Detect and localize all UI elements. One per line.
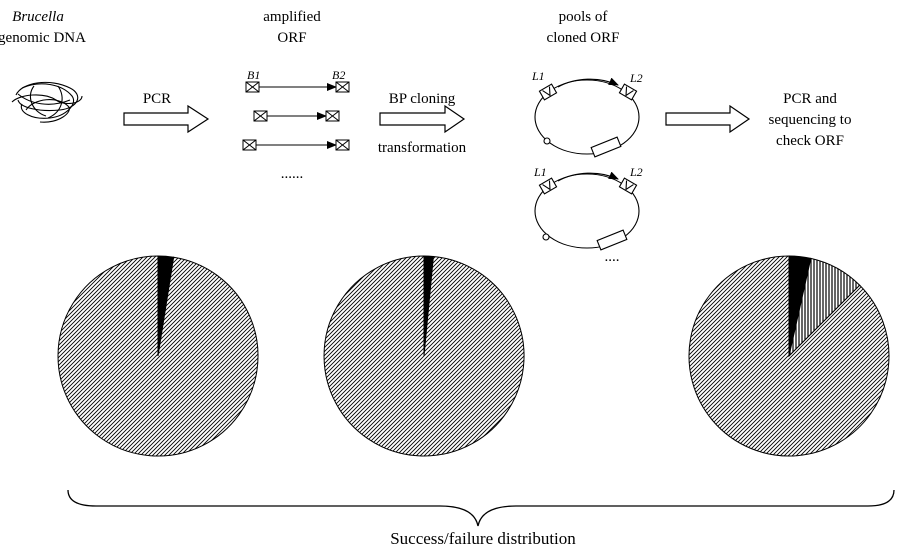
dna-tangle-icon: [11, 81, 83, 123]
check-label-line1: PCR and: [783, 91, 837, 107]
b1-site-label: B1: [247, 68, 260, 82]
plasmid: [534, 77, 640, 158]
orf-label: ORF: [277, 30, 306, 46]
check-orf-step: PCR and sequencing to check ORF: [769, 91, 852, 149]
plasmid: [534, 171, 640, 251]
cloned-orf-step: pools of cloned ORF L1 L2 L1 L2: [531, 9, 643, 265]
l1-site-label: L1: [531, 69, 545, 83]
orf-fragment: [253, 110, 340, 122]
bp-cloning-label: BP cloning: [389, 91, 456, 107]
cloned-orf-label: cloned ORF: [547, 30, 620, 46]
transformation-label: transformation: [378, 140, 467, 156]
check-label-line3: check ORF: [776, 133, 844, 149]
amplified-ellipsis: ......: [281, 166, 304, 182]
summary-brace: [67, 489, 895, 527]
pools-label: pools of: [559, 9, 608, 25]
bp-cloning-arrow: BP cloning transformation: [378, 91, 467, 156]
genomic-dna-step: Brucella genomic DNA: [0, 9, 86, 123]
check-arrow: [665, 104, 751, 134]
amplified-label: amplified: [263, 9, 321, 25]
pie-chart: [688, 255, 890, 457]
l2-site-label: L2: [629, 165, 643, 179]
pie-slice-success: [688, 255, 890, 457]
amplified-orf-step: amplified ORF B1 B2 ......: [242, 9, 350, 182]
bp-block-arrow: [379, 104, 466, 134]
b2-site-label: B2: [332, 68, 345, 82]
pie-chart: [57, 255, 259, 457]
genomic-dna-label-organism: Brucella: [12, 9, 64, 25]
pie-charts: [57, 255, 890, 457]
pcr-arrow: PCR: [123, 91, 210, 134]
pcr-arrow-label: PCR: [143, 91, 171, 107]
success-failure-label: Success/failure distribution: [390, 529, 576, 548]
orf-fragment: [245, 81, 350, 93]
pie-chart: [323, 255, 525, 457]
orf-fragment: [242, 139, 350, 151]
genomic-dna-label: genomic DNA: [0, 30, 86, 46]
pie-slice-success: [323, 255, 525, 457]
plasmids-ellipsis: ....: [605, 249, 620, 265]
l1-site-label: L1: [533, 165, 547, 179]
l2-site-label: L2: [629, 71, 643, 85]
check-block-arrow: [665, 104, 751, 134]
pcr-block-arrow: [123, 104, 210, 134]
check-label-line2: sequencing to: [769, 112, 852, 128]
pie-slice-success: [57, 255, 259, 457]
